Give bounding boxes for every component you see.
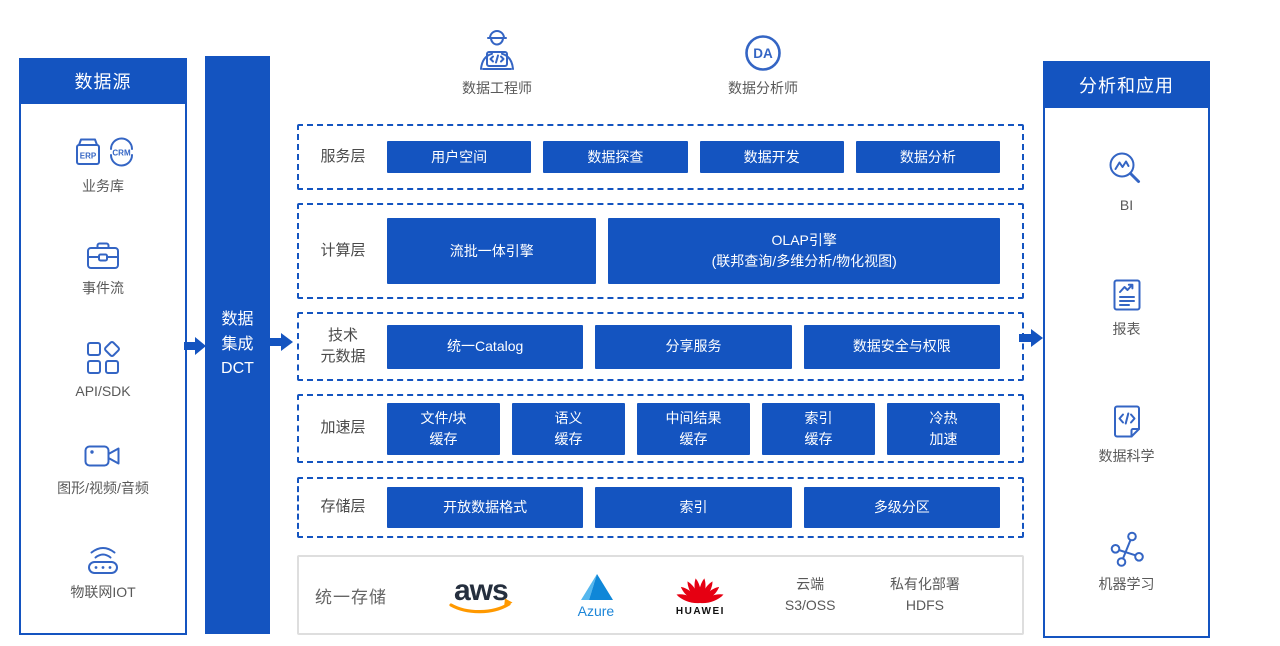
ml-nodes-icon xyxy=(1110,531,1144,567)
chip-security-permissions: 数据安全与权限 xyxy=(803,324,1000,369)
da-badge-text: DA xyxy=(753,46,773,61)
app-item-report: 报表 xyxy=(1110,278,1144,339)
source-item-event-stream: 事件流 xyxy=(82,239,124,298)
bi-magnifier-icon xyxy=(1109,152,1140,184)
azure-logo-icon xyxy=(580,573,613,600)
actor-data-engineer: 数据工程师 xyxy=(437,26,557,98)
report-doc-icon xyxy=(1113,279,1140,311)
chip-data-analysis: 数据分析 xyxy=(855,141,1000,173)
data-engineer-icon xyxy=(480,30,514,70)
layer-row-compute: 计算层 流批一体引擎 OLAP引擎 (联邦查询/多维分析/物化视图) xyxy=(297,203,1024,299)
analytics-apps-list: BI 报表 数据科学 xyxy=(1043,108,1210,638)
layer-row-storage: 存储层 开放数据格式 索引 多级分区 xyxy=(297,477,1024,538)
source-label: 事件流 xyxy=(82,279,124,296)
api-grid-icon xyxy=(87,341,120,374)
source-item-business-db: ERP CRM 业务库 xyxy=(71,135,135,196)
aws-logo: aws xyxy=(441,572,521,618)
app-item-machine-learning: 机器学习 xyxy=(1099,531,1155,594)
app-label: 报表 xyxy=(1112,320,1141,337)
aws-wordmark: aws xyxy=(454,574,508,607)
source-item-media: 图形/视频/音频 xyxy=(57,441,149,498)
briefcase-icon xyxy=(87,242,119,269)
source-item-api-sdk: API/SDK xyxy=(75,340,131,399)
layer-row-service: 服务层 用户空间 数据探查 数据开发 数据分析 xyxy=(297,124,1024,190)
chip-multilevel-partition: 多级分区 xyxy=(803,487,1000,528)
aws-logo-icon: aws xyxy=(449,574,513,614)
chip-file-block-cache: 文件/块 缓存 xyxy=(387,402,500,455)
chip-data-discovery: 数据探查 xyxy=(543,141,688,173)
huawei-logo-icon xyxy=(676,577,724,603)
analytics-apps-panel: 分析和应用 BI 报表 xyxy=(1043,61,1210,638)
source-label: 物联网IOT xyxy=(70,583,136,600)
source-label: API/SDK xyxy=(75,382,131,399)
cloud-storage-option: 云端 S3/OSS xyxy=(784,576,836,613)
flow-arrow-dct-to-platform xyxy=(267,333,293,351)
app-label: BI xyxy=(1119,197,1134,214)
chip-sharing-service: 分享服务 xyxy=(595,324,792,369)
source-label: 业务库 xyxy=(82,178,124,195)
code-doc-icon xyxy=(1113,405,1140,438)
analytics-apps-title: 分析和应用 xyxy=(1043,61,1210,108)
chip-unified-catalog: 统一Catalog xyxy=(387,324,584,369)
app-label: 机器学习 xyxy=(1098,575,1155,592)
crm-label: CRM xyxy=(112,149,131,158)
app-item-data-science: 数据科学 xyxy=(1099,403,1155,466)
unified-storage-row: 统一存储 aws Azure xyxy=(297,555,1024,635)
layer-label: 技术 元数据 xyxy=(320,327,366,365)
layer-label: 服务层 xyxy=(320,147,366,165)
flow-arrow-sources-to-dct xyxy=(184,337,206,355)
huawei-wordmark: HUAWEI xyxy=(675,605,725,617)
private-storage-option: 私有化部署 HDFS xyxy=(889,576,960,613)
layer-label: 计算层 xyxy=(320,241,366,259)
chip-intermediate-cache: 中间结果 缓存 xyxy=(637,402,750,455)
layer-row-acceleration: 加速层 文件/块 缓存 语义 缓存 中间结果 缓存 索引 缓存 冷热 加速 xyxy=(297,394,1024,463)
azure-logo: Azure xyxy=(576,572,616,619)
chip-user-space: 用户空间 xyxy=(387,141,532,173)
video-camera-icon xyxy=(84,445,120,467)
layer-label: 加速层 xyxy=(320,419,366,437)
data-sources-title: 数据源 xyxy=(19,58,187,104)
data-analyst-badge-icon: DA xyxy=(745,35,781,71)
actor-label: 数据工程师 xyxy=(462,80,532,96)
unified-storage-label: 统一存储 xyxy=(315,587,387,607)
layer-label: 存储层 xyxy=(320,498,366,516)
chip-index-cache: 索引 缓存 xyxy=(762,402,875,455)
data-sources-list: ERP CRM 业务库 事件流 xyxy=(19,104,187,635)
actor-label: 数据分析师 xyxy=(728,80,798,96)
chip-data-development: 数据开发 xyxy=(699,141,844,173)
chip-hot-cold-acceleration: 冷热 加速 xyxy=(887,402,1000,455)
erp-crm-icon: ERP CRM xyxy=(76,137,133,167)
iot-device-icon xyxy=(88,546,118,574)
erp-label: ERP xyxy=(80,152,97,161)
data-sources-panel: 数据源 ERP CRM 业务库 xyxy=(19,58,187,635)
chip-index: 索引 xyxy=(595,487,792,528)
chip-semantic-cache: 语义 缓存 xyxy=(512,402,625,455)
layer-row-metadata: 技术 元数据 统一Catalog 分享服务 数据安全与权限 xyxy=(297,312,1024,381)
azure-wordmark: Azure xyxy=(577,602,615,619)
chip-open-data-format: 开放数据格式 xyxy=(387,487,584,528)
data-integration-bar: 数据 集成 DCT xyxy=(205,56,270,634)
flow-arrow-platform-to-apps xyxy=(1019,329,1043,347)
app-item-bi: BI xyxy=(1107,150,1147,213)
actor-data-analyst: DA 数据分析师 xyxy=(703,26,823,98)
source-label: 图形/视频/音频 xyxy=(57,480,149,497)
source-item-iot: 物联网IOT xyxy=(70,541,136,602)
chip-stream-batch-engine: 流批一体引擎 xyxy=(387,218,597,284)
chip-olap-engine: OLAP引擎 (联邦查询/多维分析/物化视图) xyxy=(608,218,1000,284)
huawei-logo: HUAWEI xyxy=(670,574,730,617)
app-label: 数据科学 xyxy=(1098,448,1155,465)
